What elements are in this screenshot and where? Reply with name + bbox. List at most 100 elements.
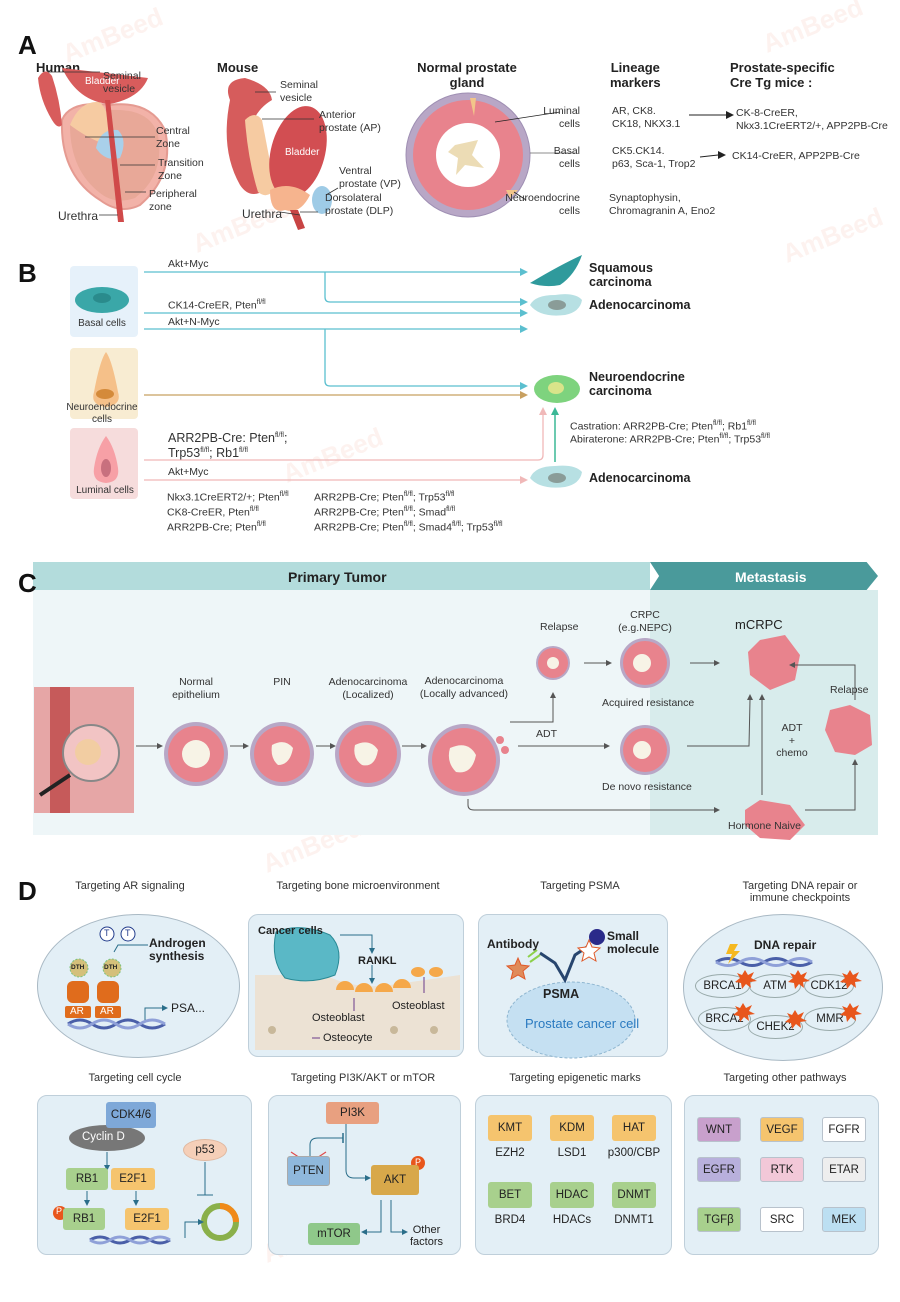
e2f1-chip: E2F1: [111, 1168, 155, 1190]
dth-label-2: DTH: [104, 964, 118, 971]
model-item: ARR2PB-Cre; Ptenfl/fl; Smadfl/fl: [314, 504, 503, 519]
outcome-squamous: Squamous carcinoma: [589, 261, 653, 289]
luminal-models-left: Nkx3.1CreERT2/+; Ptenfl/fl CK8-CreER, Pt…: [167, 489, 289, 534]
lineage-markers-header: Lineage markers: [610, 60, 661, 90]
psa-label: PSA...: [171, 1001, 206, 1015]
text: Trp53: [168, 446, 201, 461]
text: ARR2PB-Cre; Pten: [167, 521, 257, 534]
prostate-cancer-cell-label: Prostate cancer cell: [525, 1016, 640, 1031]
rankl-label: RANKL: [358, 955, 397, 967]
bone-title: Targeting bone microenvironment: [276, 880, 440, 892]
treatment-castration: Castration: ARR2PB-Cre; Ptenfl/fl; Rb1fl…: [570, 418, 756, 433]
basal-cells-label: Basal cells: [78, 318, 126, 329]
epi-chip-hat: HAT: [612, 1115, 656, 1141]
sup: fl/fl: [274, 432, 284, 439]
stage-label-relapse-2: Relapse: [830, 684, 869, 696]
panel-a-letter: A: [18, 30, 37, 60]
sup: fl/fl: [256, 521, 266, 528]
model-item: Nkx3.1CreERT2/+; Ptenfl/fl: [167, 489, 289, 504]
pi3k-chip: PI3K: [326, 1102, 379, 1124]
luminal-cells-label: Luminal cells: [543, 105, 580, 130]
psma-label: PSMA: [543, 987, 580, 1001]
mouse-dorsolateral-prostate-label: Dorsolateral prostate (DLP): [325, 192, 394, 217]
ar-label-2: AR: [100, 1006, 114, 1017]
text: ; Rb1: [209, 446, 240, 461]
stage-crpc: [620, 638, 670, 688]
luminal-markers: AR, CK8. CK18, NKX3.1: [612, 105, 681, 130]
arrow-label-adt-chemo: ADT + chemo: [776, 722, 808, 759]
osteocyte-label: Osteocyte: [323, 1032, 373, 1044]
stage-label-adeno-advanced: Adenocarcinoma (Locally advanced): [419, 675, 509, 700]
pathway-chip-mek: MEK: [822, 1207, 866, 1232]
stage-label-crpc: CRPC (e.g.NEPC): [618, 609, 672, 634]
sup: fl/fl: [403, 521, 413, 528]
text: ;: [283, 431, 288, 446]
epi-target-hdacs: HDACs: [552, 1214, 592, 1226]
other-pathways-title: Targeting other pathways: [723, 1072, 847, 1084]
metastasis-band: [650, 562, 878, 590]
pathway-chip-fgfr: FGFR: [822, 1117, 866, 1142]
stage-normal: [164, 722, 228, 786]
other-factors-label: Other factors: [410, 1224, 444, 1248]
sup: fl/fl: [239, 447, 248, 454]
epi-chip-kmt: KMT: [488, 1115, 532, 1141]
sup: fl/fl: [445, 491, 455, 498]
cdk46-chip: CDK4/6: [106, 1102, 156, 1128]
pathway-chip-wnt: WNT: [697, 1117, 741, 1142]
rb1-chip: RB1: [66, 1168, 108, 1190]
epi-target-lsd1: LSD1: [557, 1147, 587, 1159]
human-peripheral-zone-label: Peripheral zone: [149, 188, 197, 213]
epi-target-dnmt1: DNMT1: [614, 1214, 654, 1226]
mouse-urethra-label: Urethra: [242, 207, 283, 221]
path-label-akt-myc-luminal: Akt+Myc: [168, 466, 209, 478]
model-item: CK8-CreER, Ptenfl/fl: [167, 504, 289, 519]
mouse-seminal-vesicle-label: Seminal vesicle: [280, 79, 318, 104]
stage-adeno-advanced: [428, 724, 509, 796]
androgen-synthesis-label: Androgen synthesis: [149, 936, 206, 963]
primary-tumor-area: [33, 590, 650, 835]
model-item: ARR2PB-Cre; Ptenfl/fl; Smad4fl/fl; Trp53…: [314, 519, 503, 534]
pathway-chip-vegf: VEGF: [760, 1117, 804, 1142]
text: CK8-CreER, Pten: [167, 506, 250, 519]
neuroendocrine-cells-label: Neuroendocrine cells: [505, 192, 580, 217]
stage-label-pin: PIN: [273, 676, 291, 688]
text: ; Rb1: [721, 420, 748, 433]
neuroendocrine-markers: Synaptophysin, Chromagranin A, Eno2: [609, 192, 716, 217]
ar-label-1: AR: [70, 1006, 84, 1017]
testosterone-2: T: [125, 928, 131, 938]
text: Nkx3.1CreERT2/+; Pten: [167, 491, 280, 504]
human-seminal-vesicle-label: Seminal vesicle: [103, 70, 141, 95]
text: ARR2PB-Cre: Pten: [168, 431, 275, 446]
sup: fl/fl: [403, 491, 413, 498]
stage-label-de-novo-resistance: De novo resistance: [602, 781, 692, 793]
path-label-ck14: CK14-CreER, Ptenfl/fl: [168, 297, 266, 312]
testosterone-1: T: [104, 928, 110, 938]
stage-denovo: [620, 725, 670, 775]
text: ; Smad4: [412, 521, 452, 534]
basal-cre-lines: CK14-CreER, APP2PB-Cre: [732, 150, 860, 162]
human-transition-zone-label: Transition Zone: [158, 157, 204, 182]
pathway-chip-rtk: RTK: [760, 1157, 804, 1182]
stage-adeno-local: [335, 721, 401, 787]
cyclin-d-label: Cyclin D: [82, 1131, 125, 1143]
human-central-zone-label: Central Zone: [156, 125, 190, 150]
panel-c-letter: C: [18, 568, 37, 598]
sup: fl/fl: [279, 491, 289, 498]
treatment-abiraterone: Abiraterone: ARR2PB-Cre; Ptenfl/fl; Trp5…: [570, 431, 770, 446]
basal-cells-label: Basal cells: [553, 145, 580, 170]
sup: fl/fl: [446, 506, 456, 513]
epi-chip-kdm: KDM: [550, 1115, 594, 1141]
epi-target-ezh2: EZH2: [495, 1147, 525, 1159]
